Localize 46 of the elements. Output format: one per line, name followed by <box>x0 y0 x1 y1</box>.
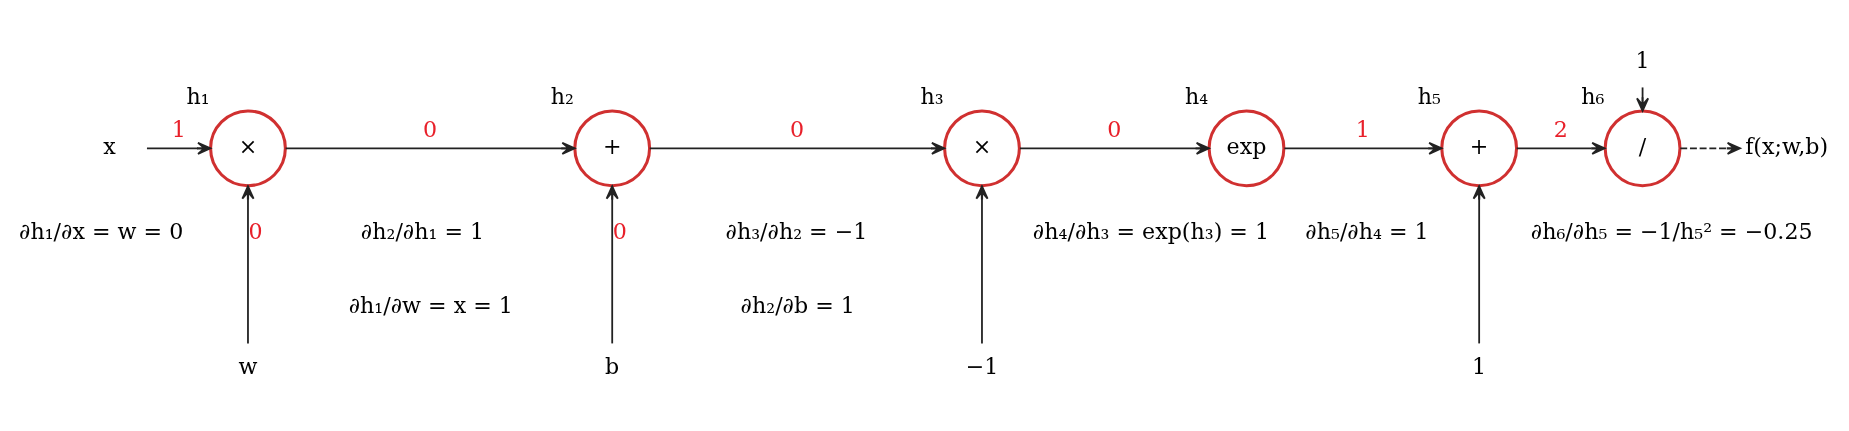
arrow <box>1472 185 1486 345</box>
node-circle: + <box>1440 109 1519 188</box>
node-text: −1 <box>965 352 999 379</box>
edge-label: 0 <box>790 115 805 142</box>
node-label: h₁ <box>186 82 210 109</box>
label: ∂h₄/∂h₃ = exp(h₃) = 1 <box>1032 218 1270 245</box>
label: ∂h₂/∂b = 1 <box>740 291 855 318</box>
node-circle: × <box>209 109 287 188</box>
arrow <box>1019 141 1210 155</box>
node-label: h₅ <box>1417 82 1441 109</box>
arrow <box>975 185 989 345</box>
arrow <box>241 185 255 345</box>
label: ∂h₅/∂h₄ = 1 <box>1305 218 1429 245</box>
node-circle: × <box>943 109 1021 188</box>
edge-label: 0 <box>612 218 627 245</box>
node-circle: exp <box>1207 109 1286 188</box>
arrow <box>1283 141 1443 155</box>
node-circle: / <box>1603 109 1682 188</box>
label: ∂h₁/∂w = x = 1 <box>348 291 513 318</box>
edge-label: 1 <box>171 115 186 142</box>
node-label: h₂ <box>550 82 574 109</box>
arrow <box>146 141 212 155</box>
node-label: h₃ <box>920 82 944 109</box>
label: ∂h₆/∂h₅ = −1/h₅² = −0.25 <box>1530 218 1813 245</box>
arrow <box>1515 141 1606 155</box>
arrow <box>284 141 576 155</box>
label: ∂h₂/∂h₁ = 1 <box>360 218 485 245</box>
node-text: 1 <box>1472 352 1487 379</box>
node-label: h₄ <box>1185 82 1209 109</box>
edge-label: 1 <box>1355 115 1370 142</box>
node-circle: + <box>573 109 652 188</box>
arrow <box>605 185 619 345</box>
label: ∂h₁/∂x = w = 0 <box>19 218 184 245</box>
node-text: f(x;w,b) <box>1745 132 1829 159</box>
node-text: x <box>103 132 116 159</box>
node-text: w <box>238 352 258 379</box>
edge-label: 0 <box>423 115 438 142</box>
edge-label: 0 <box>248 218 263 245</box>
arrow <box>1679 141 1741 155</box>
edge-label: 0 <box>1107 115 1122 142</box>
node-text: b <box>605 352 620 379</box>
edge-label: 2 <box>1553 115 1568 142</box>
node-text: 1 <box>1635 46 1650 73</box>
arrow <box>648 141 946 155</box>
label: ∂h₃/∂h₂ = −1 <box>725 218 868 245</box>
node-label: h₆ <box>1581 82 1605 109</box>
